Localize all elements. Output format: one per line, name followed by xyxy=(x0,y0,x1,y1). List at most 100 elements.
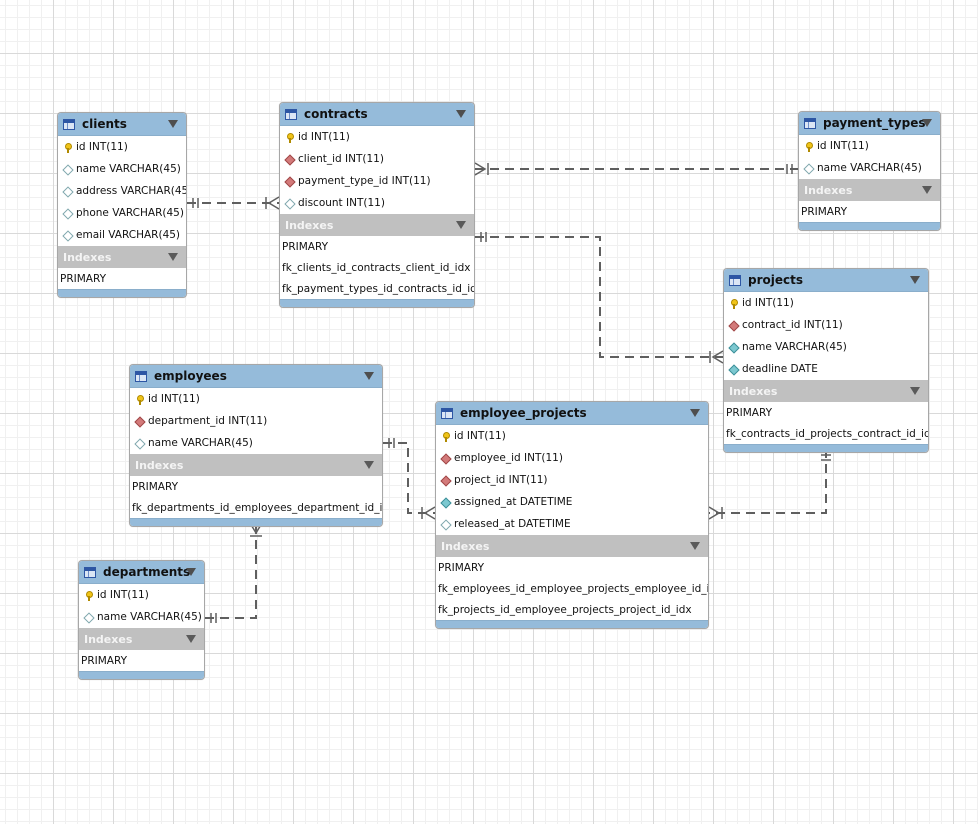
entity-header[interactable]: contracts xyxy=(280,103,474,126)
column-label: employee_id INT(11) xyxy=(454,452,563,464)
entity-projects[interactable]: projects id INT(11) contract_id INT(11) … xyxy=(723,268,929,453)
index-label: PRIMARY xyxy=(438,561,485,574)
entity-header[interactable]: employees xyxy=(130,365,382,388)
column-label: client_id INT(11) xyxy=(298,153,384,165)
collapse-triangle-icon[interactable] xyxy=(168,253,178,261)
collapse-triangle-icon[interactable] xyxy=(922,119,932,127)
one-mark-projects xyxy=(821,454,831,461)
one-mark-payment-types xyxy=(786,164,793,174)
column-row: contract_id INT(11) xyxy=(724,314,928,336)
collapse-triangle-icon[interactable] xyxy=(456,221,466,229)
entity-contracts[interactable]: contracts id INT(11) client_id INT(11) p… xyxy=(279,102,475,308)
table-icon xyxy=(441,407,453,419)
indexes-label: Indexes xyxy=(441,539,490,553)
indexes-section-header[interactable]: Indexes xyxy=(436,535,708,557)
indexes-section-header[interactable]: Indexes xyxy=(130,454,382,476)
entity-departments[interactable]: departments id INT(11) name VARCHAR(45) … xyxy=(78,560,205,680)
column-row: id INT(11) xyxy=(436,425,708,447)
column-label: phone VARCHAR(45) xyxy=(76,207,184,219)
entity-header[interactable]: payment_types xyxy=(799,112,940,135)
collapse-triangle-icon[interactable] xyxy=(690,542,700,550)
column-row: id INT(11) xyxy=(799,135,940,157)
index-label: fk_employees_id_employee_projects_employ… xyxy=(438,582,709,595)
entity-payment-types[interactable]: payment_types id INT(11) name VARCHAR(45… xyxy=(798,111,941,231)
indexes-section-header[interactable]: Indexes xyxy=(799,179,940,201)
index-label: PRIMARY xyxy=(81,654,128,667)
not-null-diamond-icon xyxy=(441,498,450,507)
collapse-triangle-icon[interactable] xyxy=(168,120,178,128)
entity-header[interactable]: employee_projects xyxy=(436,402,708,425)
column-label: payment_type_id INT(11) xyxy=(298,175,431,187)
indexes-section-header[interactable]: Indexes xyxy=(280,214,474,236)
column-diamond-icon xyxy=(285,199,294,208)
rel-contracts-projects xyxy=(475,236,723,358)
collapse-triangle-icon[interactable] xyxy=(922,186,932,194)
one-mark-departments xyxy=(210,613,217,623)
collapse-triangle-icon[interactable] xyxy=(186,568,196,576)
entity-clients[interactable]: clients id INT(11) name VARCHAR(45) addr… xyxy=(57,112,187,298)
entity-footer xyxy=(79,671,204,679)
collapse-triangle-icon[interactable] xyxy=(364,461,374,469)
one-mark-clients xyxy=(192,198,199,208)
foreign-key-icon xyxy=(441,454,450,463)
column-label: id INT(11) xyxy=(817,140,869,152)
column-label: name VARCHAR(45) xyxy=(817,162,922,174)
entity-header[interactable]: clients xyxy=(58,113,186,136)
index-label: fk_departments_id_employees_department_i… xyxy=(132,501,383,514)
primary-key-icon xyxy=(135,394,144,405)
column-label: id INT(11) xyxy=(148,393,200,405)
many-mark-ep-employees xyxy=(421,506,436,520)
collapse-triangle-icon[interactable] xyxy=(910,387,920,395)
column-diamond-icon xyxy=(63,165,72,174)
entity-title: payment_types xyxy=(823,116,926,130)
entity-header[interactable]: departments xyxy=(79,561,204,584)
column-label: email VARCHAR(45) xyxy=(76,229,181,241)
column-label: released_at DATETIME xyxy=(454,518,571,530)
entity-footer xyxy=(130,518,382,526)
rel-projects-employee-projects xyxy=(709,449,827,514)
collapse-triangle-icon[interactable] xyxy=(690,409,700,417)
index-label: PRIMARY xyxy=(282,240,329,253)
column-diamond-icon xyxy=(804,164,813,173)
index-row: PRIMARY xyxy=(799,201,940,222)
index-row: fk_contracts_id_projects_contract_id_idx xyxy=(724,423,928,444)
column-label: name VARCHAR(45) xyxy=(97,611,202,623)
column-row: id INT(11) xyxy=(280,126,474,148)
one-mark-contracts-projects xyxy=(480,232,487,242)
collapse-triangle-icon[interactable] xyxy=(186,635,196,643)
not-null-diamond-icon xyxy=(729,343,738,352)
column-label: name VARCHAR(45) xyxy=(76,163,181,175)
indexes-section-header[interactable]: Indexes xyxy=(724,380,928,402)
primary-key-icon xyxy=(285,132,294,143)
column-row: deadline DATE xyxy=(724,358,928,380)
index-row: fk_departments_id_employees_department_i… xyxy=(130,497,382,518)
column-label: deadline DATE xyxy=(742,363,818,375)
index-label: fk_projects_id_employee_projects_project… xyxy=(438,603,692,616)
column-row: address VARCHAR(45) xyxy=(58,180,186,202)
column-row: name VARCHAR(45) xyxy=(58,158,186,180)
entity-header[interactable]: projects xyxy=(724,269,928,292)
entity-employee-projects[interactable]: employee_projects id INT(11) employee_id… xyxy=(435,401,709,629)
column-row: name VARCHAR(45) xyxy=(724,336,928,358)
index-label: PRIMARY xyxy=(60,272,107,285)
many-mark-contracts-payment xyxy=(474,162,489,176)
column-label: name VARCHAR(45) xyxy=(148,437,253,449)
indexes-section-header[interactable]: Indexes xyxy=(58,246,186,268)
column-row: payment_type_id INT(11) xyxy=(280,170,474,192)
collapse-triangle-icon[interactable] xyxy=(364,372,374,380)
column-row: id INT(11) xyxy=(724,292,928,314)
collapse-triangle-icon[interactable] xyxy=(910,276,920,284)
entity-employees[interactable]: employees id INT(11) department_id INT(1… xyxy=(129,364,383,527)
collapse-triangle-icon[interactable] xyxy=(456,110,466,118)
primary-key-icon xyxy=(63,142,72,153)
table-icon xyxy=(63,118,75,130)
index-row: fk_projects_id_employee_projects_project… xyxy=(436,599,708,620)
foreign-key-icon xyxy=(285,155,294,164)
indexes-label: Indexes xyxy=(285,218,334,232)
indexes-section-header[interactable]: Indexes xyxy=(79,628,204,650)
foreign-key-icon xyxy=(441,476,450,485)
index-label: PRIMARY xyxy=(132,480,179,493)
column-label: address VARCHAR(45) xyxy=(76,185,187,197)
index-row: PRIMARY xyxy=(58,268,186,289)
index-row: PRIMARY xyxy=(130,476,382,497)
